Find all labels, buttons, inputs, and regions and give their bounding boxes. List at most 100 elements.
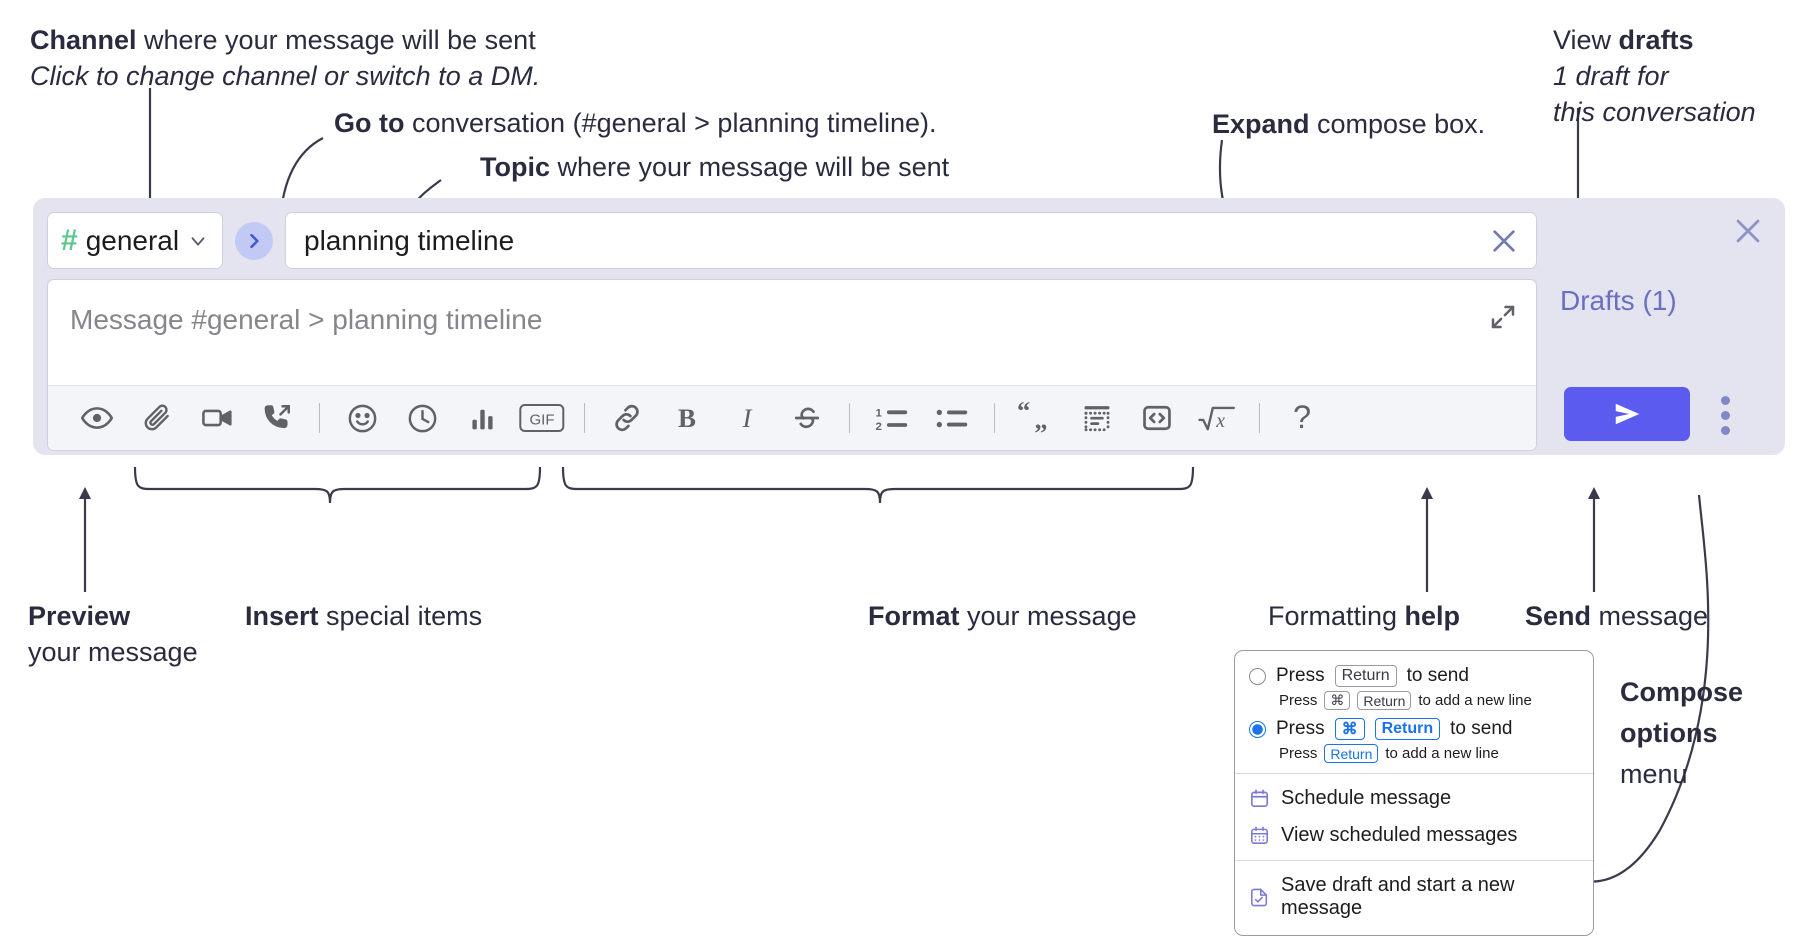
preview-icon[interactable]	[67, 386, 127, 451]
bold-icon[interactable]: B	[657, 386, 717, 451]
annotation-insert-rest: special items	[318, 601, 483, 631]
latex-icon[interactable]: x	[1187, 386, 1247, 451]
chevron-down-icon	[187, 230, 209, 252]
option1-post: to send	[1406, 665, 1469, 686]
menu-divider	[1235, 860, 1593, 861]
annotation-expand-bold: Expand	[1212, 109, 1310, 139]
annotation-compose-bold2: options	[1620, 718, 1718, 748]
option2-pre: Press	[1276, 718, 1325, 739]
drafts-link[interactable]: Drafts (1)	[1560, 285, 1677, 316]
key-return: Return	[1357, 691, 1412, 710]
message-input[interactable]: Message #general > planning timeline	[48, 280, 1536, 385]
formatting-toolbar: GIF B I	[48, 385, 1536, 450]
inline-code-icon[interactable]	[1127, 386, 1187, 451]
option1-hint: Press ⌘ Return to add a new line	[1279, 691, 1579, 710]
topic-field[interactable]: planning timeline	[285, 212, 1537, 269]
option1-sub-post: to add a new line	[1418, 692, 1532, 709]
annotation-topic: Topic where your message will be sent	[480, 149, 949, 185]
toolbar-divider	[584, 403, 585, 433]
schedule-group: Schedule message View scheduled messages	[1235, 774, 1593, 860]
call-icon[interactable]	[247, 386, 307, 451]
menu-item-schedule-message[interactable]: Schedule message	[1235, 780, 1593, 817]
menu-divider	[1235, 773, 1593, 774]
ordered-list-icon[interactable]: 1 2	[862, 386, 922, 451]
compose-options-menu: Press Return to send Press ⌘ Return to a…	[1234, 650, 1594, 936]
expand-icon[interactable]	[1488, 302, 1518, 332]
annotation-format: Format your message	[868, 598, 1137, 634]
annotation-formatting-help: Formatting help	[1268, 598, 1460, 634]
svg-text:„: „	[1034, 405, 1047, 435]
svg-text:x: x	[1215, 411, 1225, 432]
menu-item-view-scheduled-messages[interactable]: View scheduled messages	[1235, 817, 1593, 854]
goto-conversation-button[interactable]	[235, 221, 273, 260]
annotation-channel-bold: Channel	[30, 25, 137, 55]
send-shortcut-options: Press Return to send Press ⌘ Return to a…	[1235, 651, 1593, 773]
calendar-schedule-icon	[1249, 788, 1270, 809]
blockquote-icon[interactable]: “ „	[1007, 386, 1067, 451]
calendar-grid-icon	[1249, 825, 1270, 846]
key-command: ⌘	[1324, 691, 1351, 710]
clear-topic-icon[interactable]	[1488, 225, 1520, 257]
bulleted-list-icon[interactable]	[922, 386, 982, 451]
close-icon[interactable]	[1731, 214, 1765, 248]
svg-text:B: B	[678, 403, 696, 433]
gif-icon[interactable]: GIF	[512, 386, 572, 451]
annotation-expand-rest: compose box.	[1309, 109, 1486, 139]
channel-selector[interactable]: # general	[47, 212, 223, 269]
draft-group: Save draft and start a new message	[1235, 861, 1593, 935]
svg-text:1: 1	[876, 408, 883, 420]
key-return: Return	[1374, 718, 1441, 740]
annotation-compose-options: Compose options menu	[1620, 672, 1743, 795]
annotation-format-rest: your message	[959, 601, 1137, 631]
annotation-expand: Expand compose box.	[1212, 106, 1485, 142]
code-block-icon[interactable]	[1067, 386, 1127, 451]
annotation-send-rest: message	[1591, 601, 1709, 631]
italic-icon[interactable]: I	[717, 386, 777, 451]
link-icon[interactable]	[597, 386, 657, 451]
poll-icon[interactable]	[452, 386, 512, 451]
annotation-send-bold: Send	[1525, 601, 1592, 631]
option2-sub-pre: Press	[1279, 745, 1318, 762]
strikethrough-icon[interactable]	[777, 386, 837, 451]
menu-item-save-draft[interactable]: Save draft and start a new message	[1235, 867, 1593, 927]
svg-text:?: ?	[1293, 401, 1311, 435]
option-return-to-send[interactable]: Press Return to send	[1249, 665, 1579, 687]
clock-icon[interactable]	[392, 386, 452, 451]
annotation-drafts: View drafts 1 draft for this conversatio…	[1553, 22, 1756, 130]
annotation-send: Send message	[1525, 598, 1708, 634]
option1-pre: Press	[1276, 665, 1325, 686]
annotation-topic-bold: Topic	[480, 152, 550, 182]
svg-text:GIF: GIF	[530, 412, 555, 429]
send-button[interactable]	[1564, 387, 1690, 441]
attachment-icon[interactable]	[127, 386, 187, 451]
video-icon[interactable]	[187, 386, 247, 451]
compose-options-menu-button[interactable]	[1714, 391, 1736, 439]
annotation-compose-rest: menu	[1620, 759, 1688, 789]
option-cmd-return-to-send[interactable]: Press ⌘ Return to send	[1249, 718, 1579, 740]
annotation-goto-bold: Go to	[334, 108, 405, 138]
annotation-format-bold: Format	[868, 601, 960, 631]
svg-text:I: I	[742, 403, 754, 433]
annotation-goto-rest: conversation (#general > planning timeli…	[404, 108, 937, 138]
key-command: ⌘	[1334, 718, 1365, 740]
annotation-channel-sub: Click to change channel or switch to a D…	[30, 61, 541, 91]
kebab-dot	[1720, 395, 1730, 405]
formatting-help-icon[interactable]: ?	[1272, 386, 1332, 451]
channel-name: general	[85, 224, 180, 256]
radio-return-to-send[interactable]	[1249, 667, 1266, 685]
annotation-goto: Go to conversation (#general > planning …	[334, 105, 937, 141]
option2-post: to send	[1450, 718, 1513, 739]
menu-item-label: View scheduled messages	[1281, 824, 1518, 846]
topic-value: planning timeline	[304, 224, 515, 256]
annotation-insert: Insert special items	[245, 598, 482, 634]
compose-destination-row: # general planning timeline	[47, 212, 1537, 269]
option1-sub-pre: Press	[1279, 692, 1318, 709]
compose-panel: # general planning timeline	[33, 198, 1785, 455]
annotation-drafts-bold: drafts	[1618, 25, 1694, 55]
annotation-channel-rest: where your message will be sent	[136, 25, 536, 55]
annotation-drafts-pre: View	[1553, 25, 1619, 55]
radio-cmd-return-to-send[interactable]	[1249, 720, 1266, 738]
emoji-icon[interactable]	[332, 386, 392, 451]
annotation-channel: Channel where your message will be sent …	[30, 22, 540, 94]
option2-hint: Press Return to add a new line	[1279, 744, 1579, 763]
